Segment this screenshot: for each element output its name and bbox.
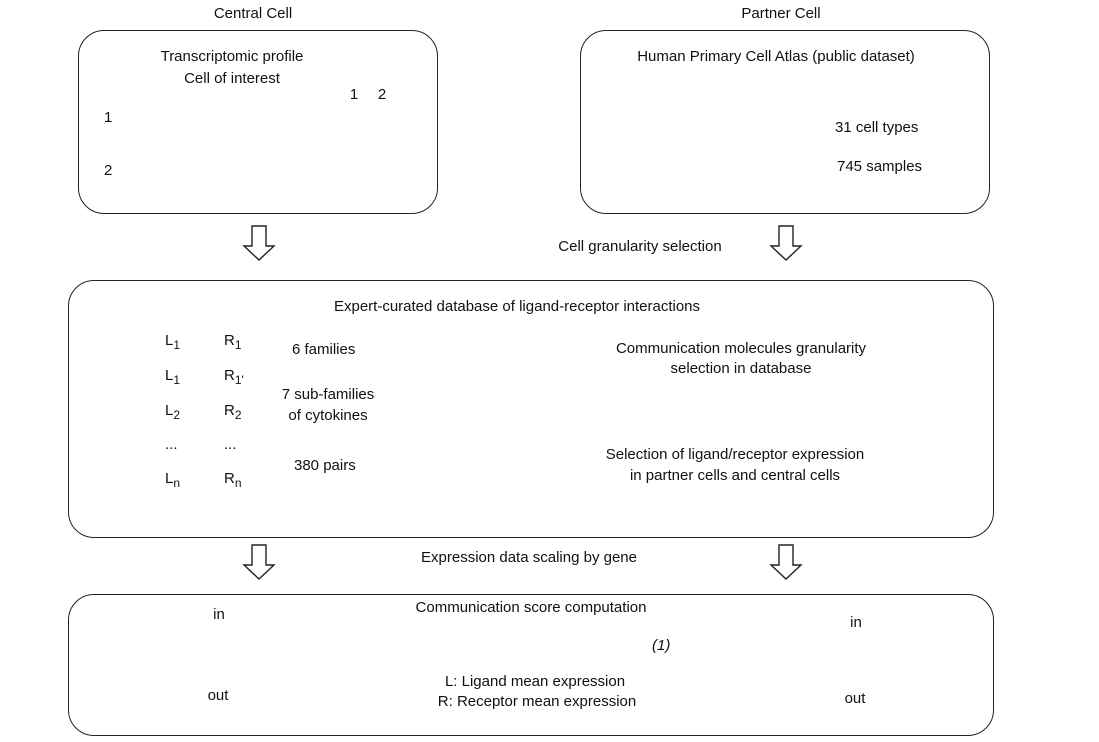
central-cell-header: Central Cell xyxy=(213,5,293,22)
down-arrow-partner-icon xyxy=(770,225,802,261)
subfamilies-line1: 7 sub-families xyxy=(281,386,375,403)
down-arrow-scaling-right-icon xyxy=(770,544,802,580)
granularity-db-line2: selection in database xyxy=(670,360,812,377)
partner-cell-types: 31 cell types xyxy=(835,119,919,136)
cell-granularity-label: Cell granularity selection xyxy=(558,238,722,255)
selection-line1: Selection of ligand/receptor expression xyxy=(605,446,865,463)
ligand-label-subscript: 1 xyxy=(173,338,181,352)
formula-number: (1) xyxy=(652,637,671,654)
database-panel xyxy=(68,280,994,538)
receptor-label-symbol: R xyxy=(224,366,235,384)
central-title-line2: Cell of interest xyxy=(184,70,280,87)
receptor-label-subscript: n xyxy=(234,476,242,490)
ligand-label: Ln xyxy=(165,469,180,493)
ligand-label-symbol: L xyxy=(165,470,174,487)
ligand-label-subscript: 2 xyxy=(173,407,181,422)
ligand-label-symbol: L xyxy=(165,366,174,384)
receptor-label: Rn xyxy=(224,469,242,493)
heatmap-col2-label: 2 xyxy=(377,86,387,103)
score-title: Communication score computation xyxy=(415,599,647,616)
receptor-label-subscript: 1' xyxy=(234,372,244,387)
down-arrow-central-icon xyxy=(243,225,275,261)
receptor-label-subscript: 1 xyxy=(234,338,242,352)
down-arrow-scaling-left-icon xyxy=(243,544,275,580)
receptor-label-symbol: R xyxy=(224,470,235,487)
ligand-label-symbol: L xyxy=(165,401,174,419)
central-cell-panel xyxy=(78,30,438,214)
ligand-label-symbol: L xyxy=(165,332,174,349)
receptor-label: R1 xyxy=(224,331,242,355)
receptor-label: R2 xyxy=(224,401,242,425)
receptor-label-subscript: 2 xyxy=(234,407,242,422)
partner-title: Human Primary Cell Atlas (public dataset… xyxy=(637,48,915,65)
ligand-label-subscript: n xyxy=(173,476,181,490)
receptor-label: R1' xyxy=(224,366,244,390)
score-right-out-label: out xyxy=(844,690,866,707)
ligand-label: L2 xyxy=(165,401,180,425)
ligand-label: L1 xyxy=(165,331,180,355)
score-left-out-label: out xyxy=(207,687,229,704)
families-count: 6 families xyxy=(292,341,356,358)
legend-ligand: L: Ligand mean expression xyxy=(444,673,626,690)
ligand-label-symbol: ... xyxy=(165,436,178,453)
central-row1-label: 1 xyxy=(104,109,113,126)
receptor-label-symbol: R xyxy=(224,401,235,419)
selection-line2: in partner cells and central cells xyxy=(629,467,841,484)
ligand-label-subscript: 1 xyxy=(173,372,181,387)
receptor-label: ... xyxy=(224,435,237,455)
central-title-line1: Transcriptomic profile xyxy=(160,48,304,65)
receptor-label-symbol: R xyxy=(224,332,235,349)
pairs-count: 380 pairs xyxy=(294,457,356,474)
score-panel xyxy=(68,594,994,736)
database-title: Expert-curated database of ligand-recept… xyxy=(333,298,701,315)
ligand-label: L1 xyxy=(165,366,180,390)
heatmap-col1-label: 1 xyxy=(349,86,359,103)
ligand-label: ... xyxy=(165,435,178,455)
score-right-in-label: in xyxy=(850,614,862,631)
expression-scaling-label: Expression data scaling by gene xyxy=(421,549,637,566)
granularity-db-line1: Communication molecules granularity xyxy=(615,340,867,357)
partner-cell-header: Partner Cell xyxy=(741,5,821,22)
receptor-label-symbol: ... xyxy=(224,436,237,453)
partner-samples: 745 samples xyxy=(837,158,923,175)
legend-receptor: R: Receptor mean expression xyxy=(437,693,637,710)
subfamilies-line2: of cytokines xyxy=(288,407,368,424)
central-row2-label: 2 xyxy=(104,162,113,179)
partner-cell-panel xyxy=(580,30,990,214)
score-left-in-label: in xyxy=(213,606,225,623)
